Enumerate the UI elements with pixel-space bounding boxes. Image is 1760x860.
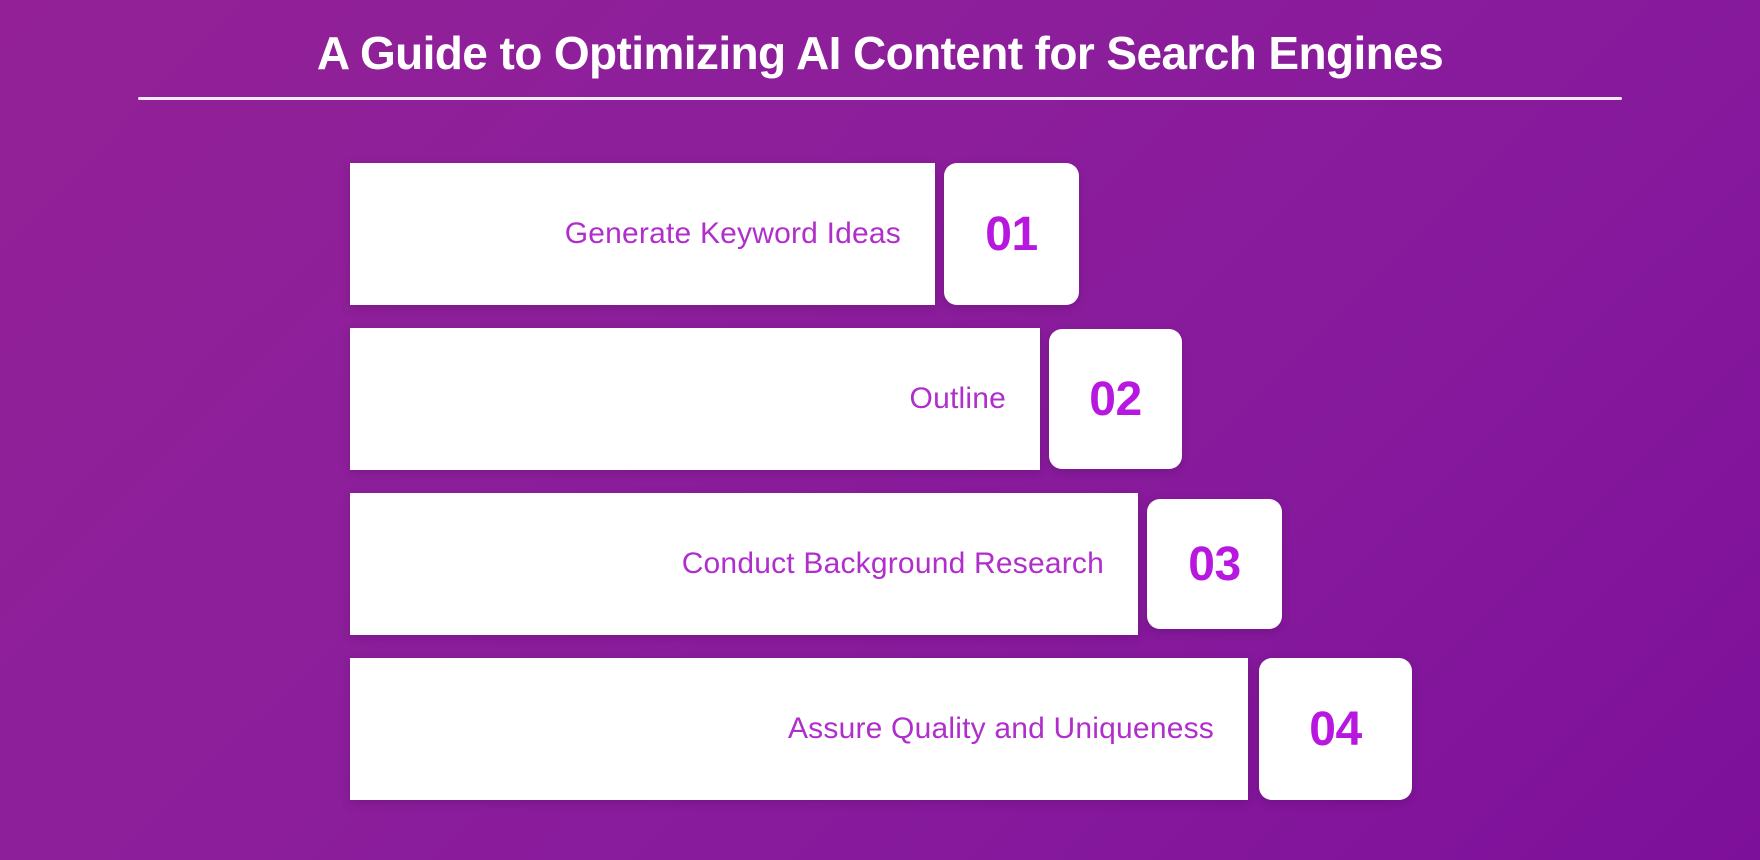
step-badge-4[interactable]: 04 — [1259, 658, 1412, 800]
step-label: Conduct Background Research — [681, 547, 1104, 580]
page-title: A Guide to Optimizing AI Content for Sea… — [316, 27, 1444, 79]
step-badge-1[interactable]: 01 — [944, 163, 1079, 305]
step-number: 04 — [1309, 702, 1362, 756]
step-number: 03 — [1188, 537, 1241, 591]
step-bar-2[interactable]: Outline — [350, 328, 1040, 470]
step-row: Generate Keyword Ideas 01 — [0, 163, 1760, 305]
step-number: 02 — [1089, 372, 1142, 426]
step-bar-4[interactable]: Assure Quality and Uniqueness — [350, 658, 1248, 800]
step-label: Generate Keyword Ideas — [564, 217, 901, 250]
step-label: Assure Quality and Uniqueness — [787, 712, 1214, 745]
step-row: Outline 02 — [0, 328, 1760, 470]
step-number: 01 — [985, 207, 1038, 261]
step-bar-3[interactable]: Conduct Background Research — [350, 493, 1138, 635]
step-badge-2[interactable]: 02 — [1049, 329, 1182, 469]
steps-list: Generate Keyword Ideas 01 Outline 02 Con… — [0, 163, 1760, 823]
header: A Guide to Optimizing AI Content for Sea… — [0, 0, 1760, 101]
step-row: Assure Quality and Uniqueness 04 — [0, 658, 1760, 800]
step-bar-1[interactable]: Generate Keyword Ideas — [350, 163, 935, 305]
title-divider — [138, 97, 1622, 101]
step-label: Outline — [909, 382, 1006, 415]
step-row: Conduct Background Research 03 — [0, 493, 1760, 635]
step-badge-3[interactable]: 03 — [1147, 499, 1282, 629]
